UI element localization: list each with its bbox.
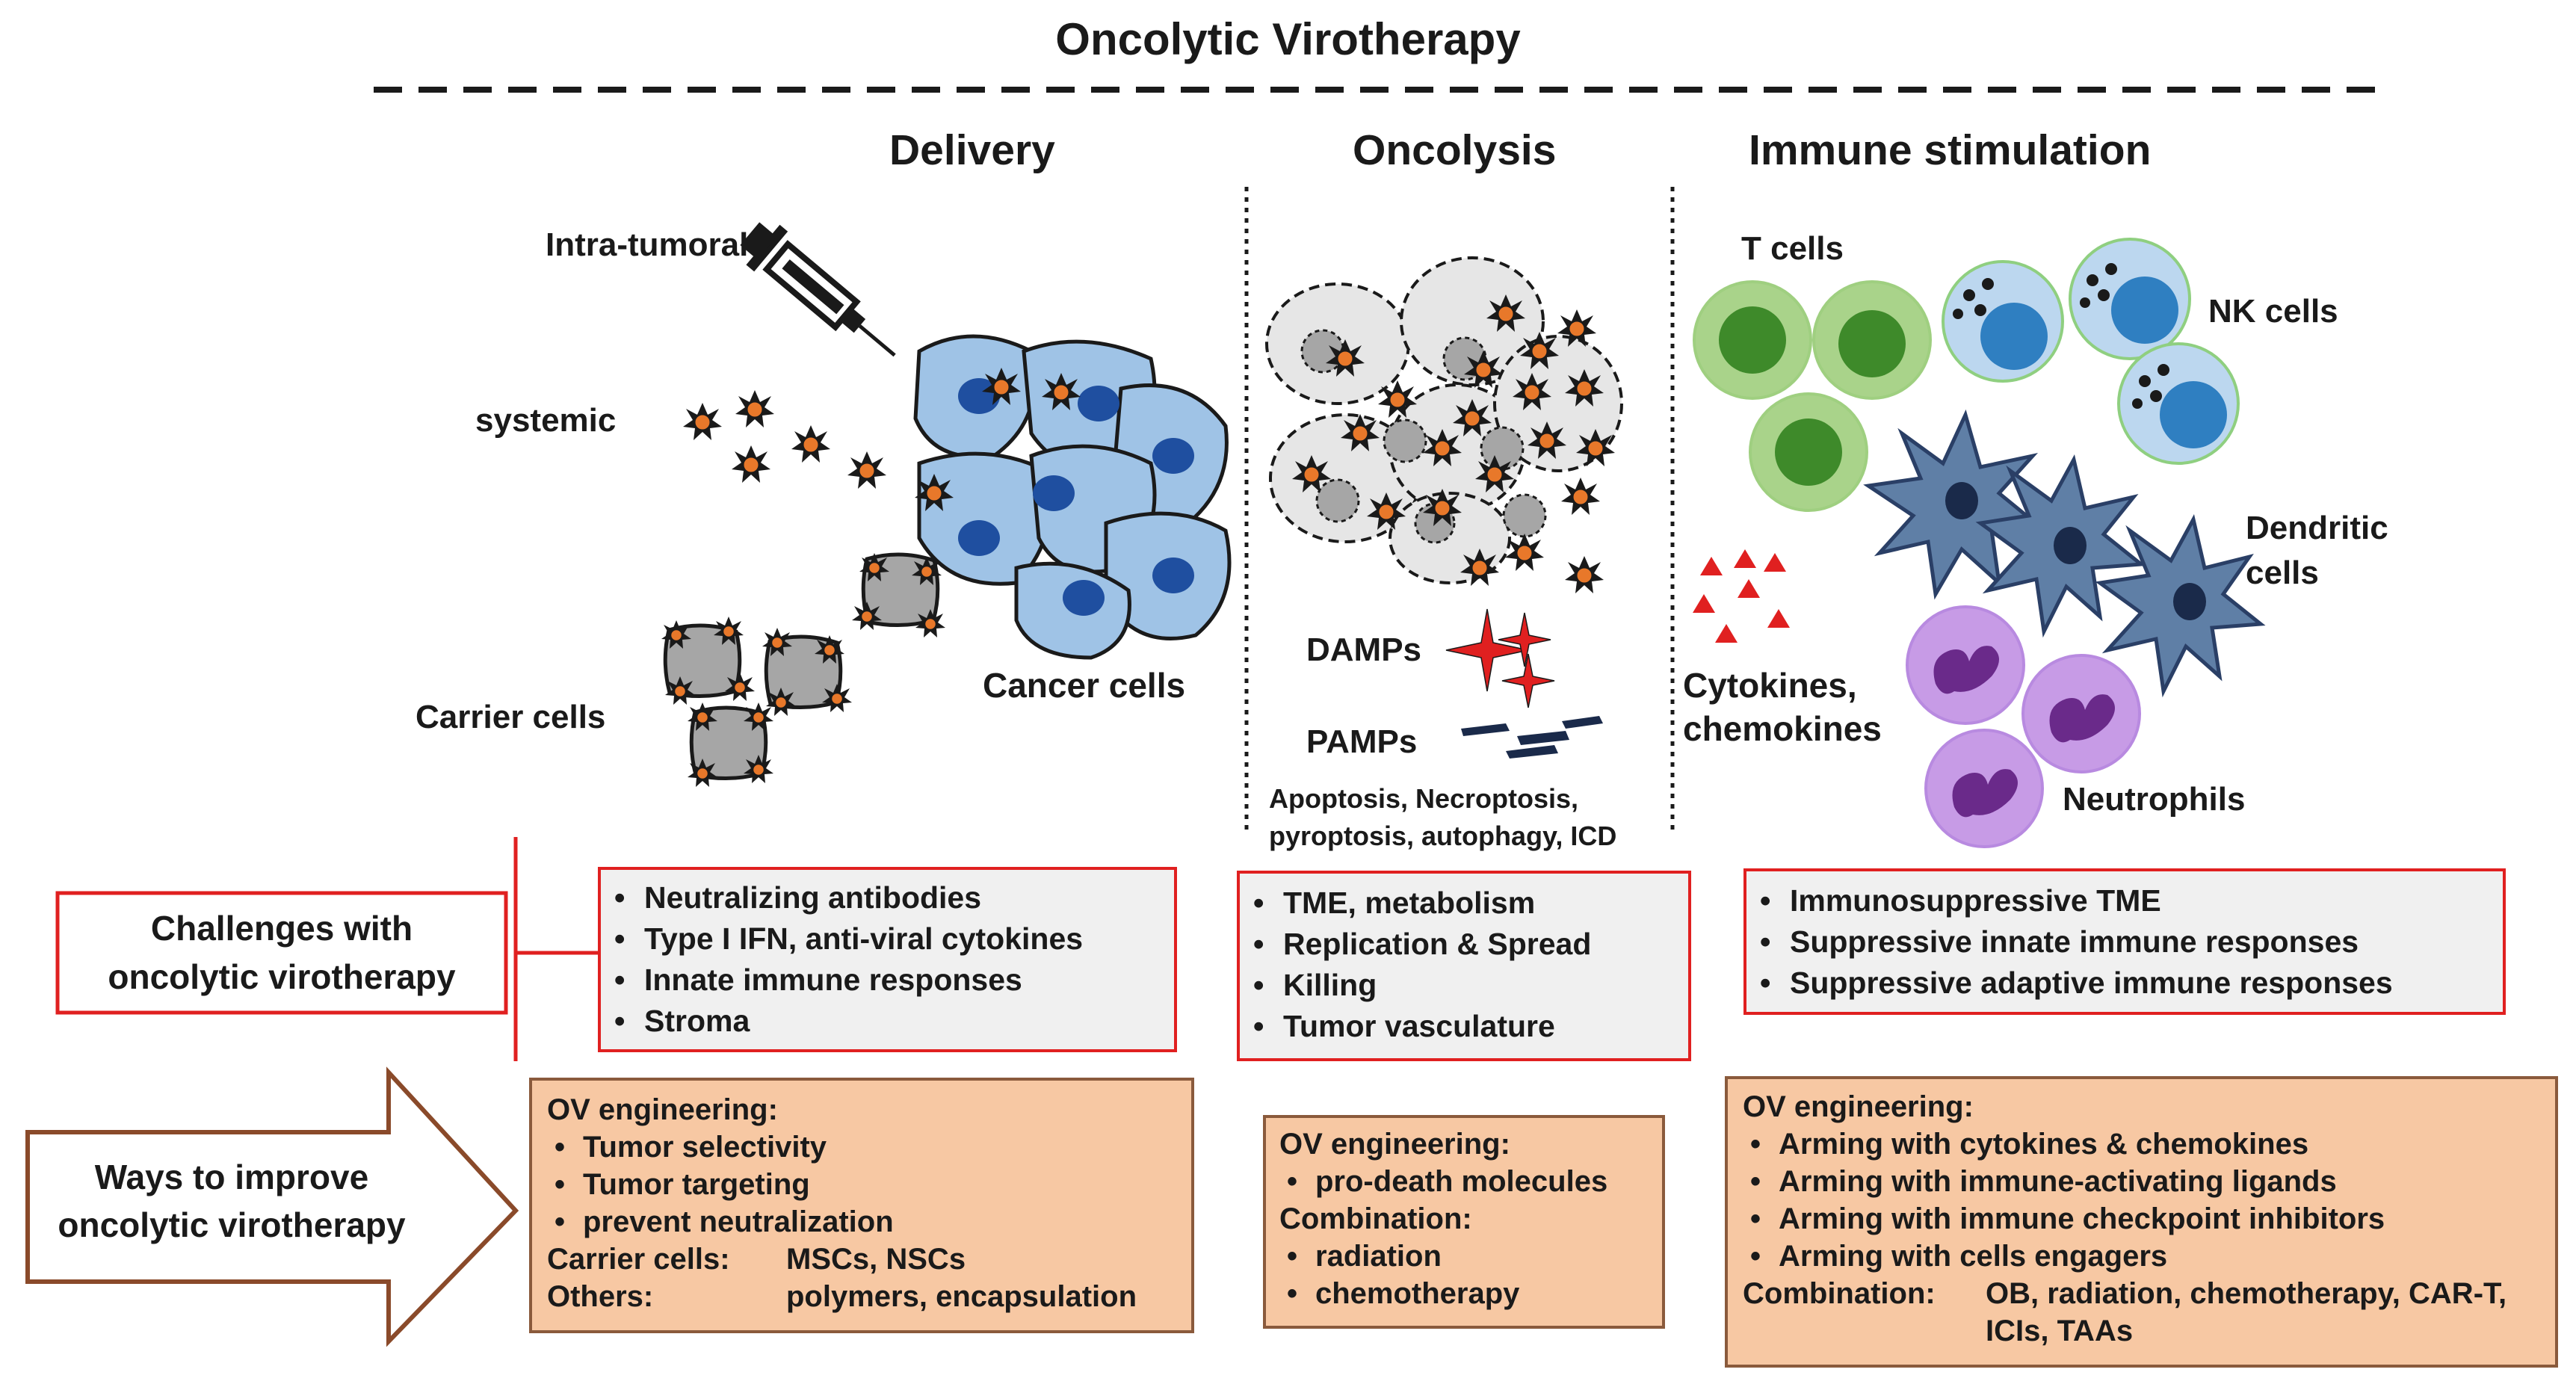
- challenges-bracket: [513, 837, 598, 1061]
- challenge-item: Killing: [1240, 965, 1688, 1006]
- nk-cells: [1942, 238, 2240, 465]
- challenge-item: Tumor vasculature: [1240, 1006, 1688, 1047]
- combination-label: Combination:: [1743, 1277, 1936, 1310]
- improve-arrow: [25, 1066, 519, 1347]
- carrier-cells: [660, 552, 947, 788]
- improve-item: Arming with immune-activating ligands: [1743, 1163, 2555, 1200]
- challenges-delivery-box: Neutralizing antibodies Type I IFN, anti…: [598, 867, 1177, 1052]
- label-neutrophils: Neutrophils: [2063, 781, 2246, 818]
- ov-engineering-heading: OV engineering:: [1279, 1128, 1510, 1161]
- challenges-immune-box: Immunosuppressive TME Suppressive innate…: [1743, 868, 2506, 1015]
- label-t-cells: T cells: [1741, 230, 1844, 267]
- label-carrier-cells: Carrier cells: [416, 699, 606, 735]
- others-value: polymers, encapsulation: [786, 1280, 1137, 1313]
- pamps-icon: [1461, 716, 1603, 759]
- challenges-label-line2: oncolytic virotherapy: [108, 957, 456, 996]
- improve-item: Arming with cells engagers: [1743, 1238, 2555, 1275]
- dendritic-cells: [1863, 409, 2266, 698]
- carrier-cells-label: Carrier cells:: [547, 1243, 730, 1276]
- combination-item: radiation: [1279, 1238, 1662, 1275]
- challenge-item: Suppressive adaptive immune responses: [1746, 963, 2503, 1004]
- lysed-cells: [1265, 256, 1623, 584]
- improve-item: Arming with immune checkpoint inhibitors: [1743, 1200, 2555, 1238]
- improve-item: Arming with cytokines & chemokines: [1743, 1125, 2555, 1163]
- page-title: Oncolytic Virotherapy: [1055, 14, 1521, 64]
- ov-engineering-heading: OV engineering:: [547, 1093, 778, 1126]
- label-nk-cells: NK cells: [2208, 293, 2338, 330]
- improve-label-line1: Ways to improve: [94, 1158, 369, 1196]
- improve-oncolysis-box: OV engineering: pro-death molecules Comb…: [1263, 1115, 1665, 1329]
- challenge-item: TME, metabolism: [1240, 883, 1688, 924]
- challenge-item: Stroma: [601, 1001, 1174, 1042]
- combination-line1: OB, radiation, chemotherapy, CAR-T,: [1986, 1277, 2507, 1310]
- label-cancer-cells: Cancer cells: [983, 666, 1186, 705]
- t-cells: [1693, 280, 1932, 512]
- syringe-icon: [740, 222, 896, 357]
- challenge-item: Innate immune responses: [601, 960, 1174, 1001]
- challenges-oncolysis-box: TME, metabolism Replication & Spread Kil…: [1237, 871, 1691, 1061]
- section-delivery: Delivery: [889, 126, 1055, 174]
- challenge-item: Immunosuppressive TME: [1746, 880, 2503, 921]
- combination-item: chemotherapy: [1279, 1275, 1662, 1312]
- label-cytokines-line1: Cytokines,: [1683, 666, 1857, 705]
- label-dendritic-line2: cells: [2246, 555, 2319, 591]
- challenge-item: Replication & Spread: [1240, 924, 1688, 965]
- challenges-label-line1: Challenges with: [150, 909, 413, 948]
- improve-delivery-box: OV engineering: Tumor selectivity Tumor …: [529, 1078, 1194, 1333]
- damps-icon: [1445, 608, 1555, 708]
- challenge-item: Suppressive innate immune responses: [1746, 921, 2503, 963]
- others-label: Others:: [547, 1280, 654, 1313]
- neutrophils: [1906, 605, 2141, 848]
- section-immune: Immune stimulation: [1749, 126, 2152, 174]
- challenge-item: Neutralizing antibodies: [601, 877, 1174, 918]
- combination-line2: ICIs, TAAs: [1986, 1315, 2134, 1347]
- label-death-line2: pyroptosis, autophagy, ICD: [1269, 821, 1617, 851]
- label-dendritic-line1: Dendritic: [2246, 510, 2388, 546]
- label-cytokines-line2: chemokines: [1683, 709, 1882, 748]
- label-intratumoral: Intra-tumoral: [546, 226, 749, 263]
- improve-item: Tumor selectivity: [547, 1128, 1191, 1166]
- improve-label-line2: oncolytic virotherapy: [58, 1205, 406, 1244]
- challenges-label-box: [55, 891, 508, 1015]
- label-death-line1: Apoptosis, Necroptosis,: [1269, 783, 1579, 814]
- section-oncolysis: Oncolysis: [1353, 126, 1557, 174]
- improve-immune-box: OV engineering: Arming with cytokines & …: [1725, 1076, 2558, 1368]
- cytokines-icon: [1693, 549, 1790, 643]
- ov-engineering-heading: OV engineering:: [1743, 1090, 1974, 1123]
- challenge-item: Type I IFN, anti-viral cytokines: [601, 918, 1174, 960]
- improve-item: prevent neutralization: [547, 1203, 1191, 1241]
- improve-item: Tumor targeting: [547, 1166, 1191, 1203]
- label-pamps: PAMPs: [1306, 723, 1418, 760]
- carrier-cells-value: MSCs, NSCs: [786, 1243, 966, 1276]
- label-systemic: systemic: [475, 402, 617, 439]
- label-damps: DAMPs: [1306, 631, 1422, 668]
- cancer-cell-cluster: [913, 334, 1232, 660]
- combination-label: Combination:: [1279, 1202, 1472, 1235]
- improve-item: pro-death molecules: [1279, 1163, 1662, 1200]
